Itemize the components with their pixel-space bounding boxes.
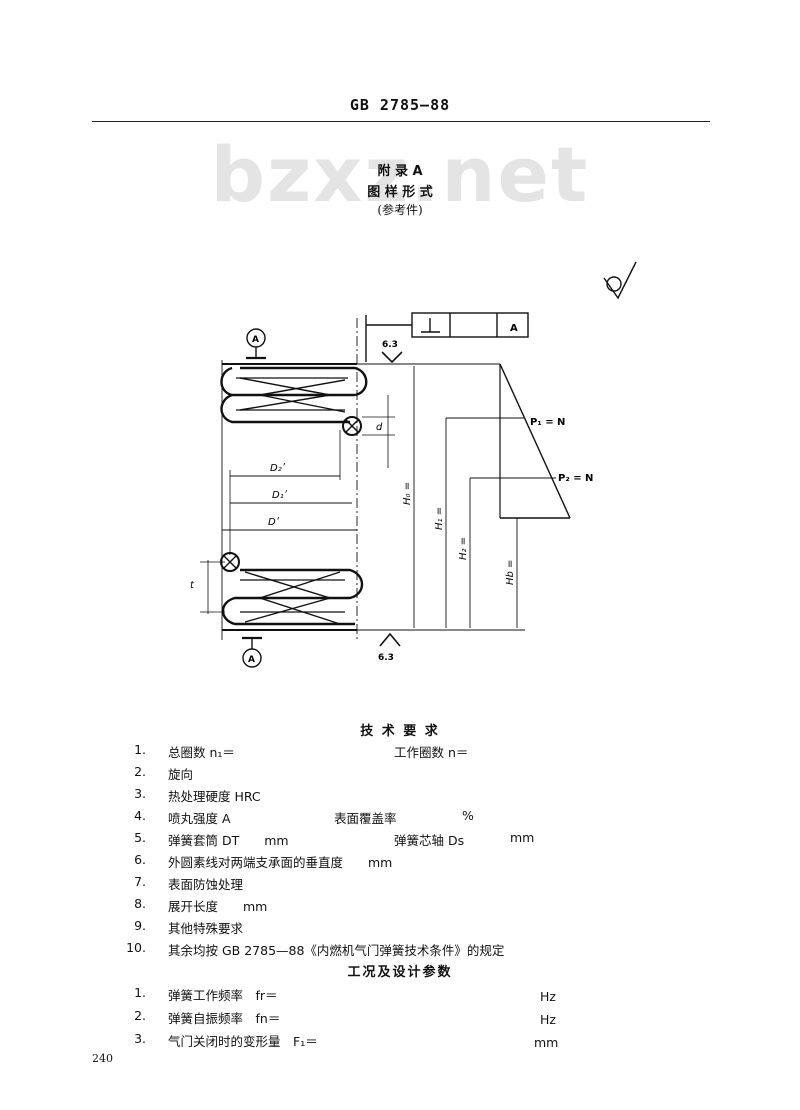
tech-item-4-c: % xyxy=(462,808,474,823)
param-3-num: 3. xyxy=(134,1031,146,1046)
spring-drawing: A 6.3 6.3 A A D₂ʹ D₁ʹ Dʹ d t P₁ = N P₂ =… xyxy=(190,261,637,668)
param-3: 气门关闭时的变形量 F₁＝ xyxy=(168,1034,318,1049)
tech-item-5-b: 弹簧芯轴 Ds xyxy=(394,833,465,848)
tech-item-9: 其他特殊要求 xyxy=(168,921,244,936)
tech-item-10-num: 10. xyxy=(126,940,146,955)
param-1-num: 1. xyxy=(134,985,146,1000)
param-1: 弹簧工作频率 fr＝ xyxy=(168,988,278,1003)
tech-item-6-num: 6. xyxy=(134,852,146,867)
tech-item-4-b: 表面覆盖率 xyxy=(334,811,397,826)
datum-a-bottom: A xyxy=(248,655,255,665)
watermark: bzxz.net xyxy=(210,130,590,219)
datum-a-top: A xyxy=(252,335,259,345)
tech-item-1-b: 工作圈数 n＝ xyxy=(394,745,469,760)
dim-h2: H₂ = xyxy=(458,537,469,560)
appendix-subtitle: 图 样 形 式 xyxy=(367,185,433,200)
params-title: 工况及设计参数 xyxy=(347,965,453,980)
tech-item-5-num: 5. xyxy=(134,830,146,845)
tech-requirements-title: 技 术 要 求 xyxy=(360,724,440,739)
tech-item-7: 表面防蚀处理 xyxy=(168,877,244,892)
dim-d1: D₁ʹ xyxy=(272,489,288,501)
page-number: 240 xyxy=(92,1052,113,1065)
tech-item-8: 展开长度 mm xyxy=(168,899,268,914)
tech-item-2-num: 2. xyxy=(134,764,146,779)
appendix-note: (参考件) xyxy=(377,203,423,217)
dim-hb: Hb = xyxy=(505,560,516,585)
roughness-bottom: 6.3 xyxy=(378,653,394,663)
dim-h1: H₁ = xyxy=(434,507,445,530)
param-3-unit: mm xyxy=(534,1035,559,1050)
tech-item-3-num: 3. xyxy=(134,786,146,801)
tech-item-8-num: 8. xyxy=(134,896,146,911)
tech-item-1-num: 1. xyxy=(134,742,146,757)
tech-item-7-num: 7. xyxy=(134,874,146,889)
roughness-top: 6.3 xyxy=(382,340,398,350)
tech-item-10: 其余均按 GB 2785—88《内燃机气门弹簧技术条件》的规定 xyxy=(168,943,505,958)
tech-item-6: 外圆素线对两端支承面的垂直度 mm xyxy=(168,855,393,870)
tech-item-5-c: mm xyxy=(510,830,535,845)
header-rule xyxy=(92,121,710,122)
dim-d2: D₂ʹ xyxy=(270,462,286,474)
dim-d: Dʹ xyxy=(268,516,280,528)
load-p2: P₂ = N xyxy=(558,473,593,484)
dim-wire: d xyxy=(376,422,383,433)
tech-item-9-num: 9. xyxy=(134,918,146,933)
dim-h0: H₀ = xyxy=(402,482,413,505)
tech-item-1: 总圈数 n₁＝ xyxy=(168,745,235,760)
standard-code-header: GB 2785—88 xyxy=(349,96,451,114)
param-1-unit: Hz xyxy=(540,989,556,1004)
param-2-unit: Hz xyxy=(540,1012,556,1027)
dim-pitch: t xyxy=(190,580,195,591)
tech-item-4-num: 4. xyxy=(134,808,146,823)
tech-item-2: 旋向 xyxy=(168,767,194,782)
appendix-title: 附 录 A xyxy=(377,164,423,179)
tech-item-4: 喷丸强度 A xyxy=(168,811,231,826)
param-2-num: 2. xyxy=(134,1008,146,1023)
perp-datum-label: A xyxy=(510,323,518,334)
tech-item-3: 热处理硬度 HRC xyxy=(168,789,261,804)
param-2: 弹簧自振频率 fn＝ xyxy=(168,1011,281,1026)
tech-item-5: 弹簧套筒 DT mm xyxy=(168,833,289,848)
finish-mark-icon xyxy=(603,261,637,300)
load-p1: P₁ = N xyxy=(530,417,565,428)
